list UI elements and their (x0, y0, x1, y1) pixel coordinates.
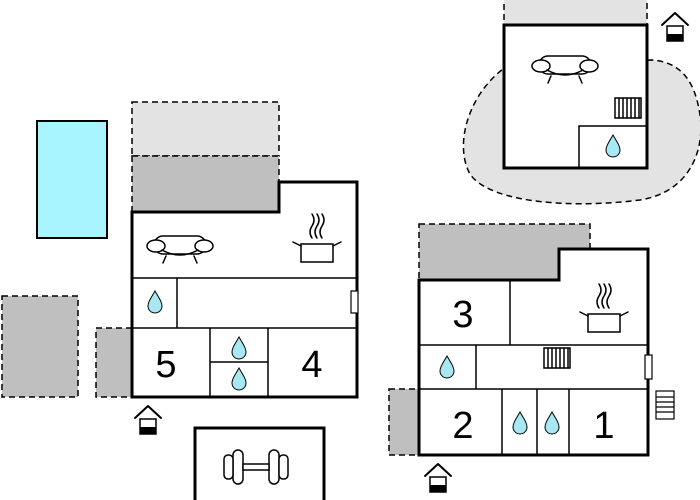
terrace-left-bottom (1, 295, 79, 398)
room-number-3: 3 (452, 294, 473, 336)
right-house-window (644, 354, 653, 380)
entrance-icon (134, 405, 162, 435)
terrace-right-side (388, 388, 420, 456)
annex-terrace (503, 0, 648, 26)
entrance-icon (661, 12, 689, 42)
right-house-walls (417, 247, 650, 457)
left-house-window (350, 290, 359, 314)
room-number-1: 1 (593, 405, 614, 447)
terrace-left-mid (95, 327, 133, 398)
dumbbell-icon (223, 449, 289, 485)
room-number-4: 4 (301, 344, 322, 386)
room-number-5: 5 (155, 344, 176, 386)
radiator-icon (614, 97, 642, 119)
right-house-inner-walls (419, 280, 648, 455)
stairs-icon (655, 390, 675, 420)
room-number-2: 2 (452, 405, 473, 447)
terrace-top-light (131, 101, 280, 157)
entrance-icon (424, 463, 452, 493)
left-house-inner-walls (132, 277, 357, 397)
pool (36, 120, 108, 239)
radiator-icon (543, 347, 571, 369)
annex-bathroom (578, 125, 648, 169)
terrace-top-dark (131, 155, 280, 213)
annex-building (502, 23, 649, 170)
